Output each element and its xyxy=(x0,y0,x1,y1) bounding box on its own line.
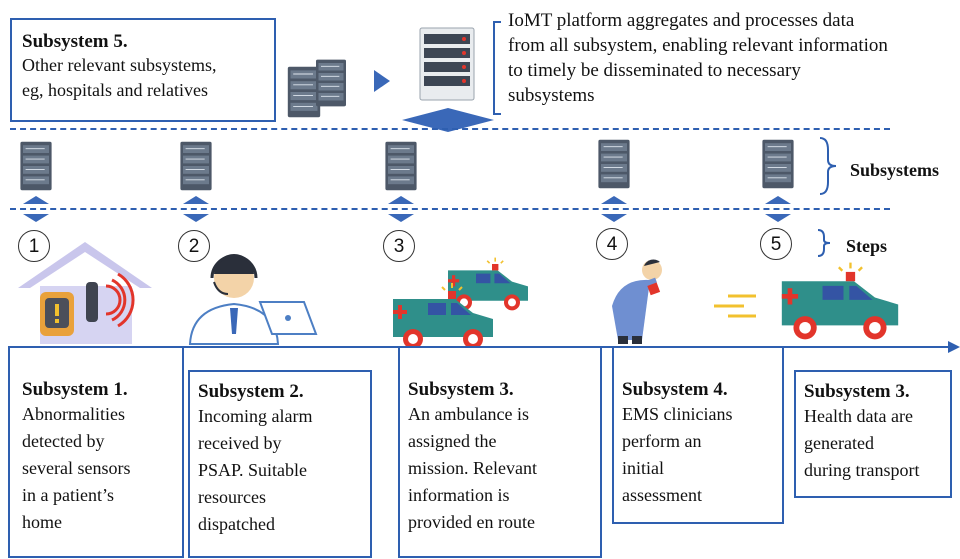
server-icon xyxy=(19,141,53,191)
platform-diamond-icon xyxy=(402,108,494,132)
subsystem-4-box: Subsystem 4. EMS clinicians perform an i… xyxy=(612,346,784,524)
server-icon xyxy=(419,27,475,101)
step-number: 4 xyxy=(596,228,628,260)
step-number: 2 xyxy=(178,230,210,262)
house-icon xyxy=(18,242,152,344)
subsystem-2-title: Subsystem 2. xyxy=(198,381,304,402)
steps-label: Steps xyxy=(846,236,888,256)
subsystem-5-body: Other relevant subsystems, eg, hospitals… xyxy=(22,55,217,100)
diamond-arrow-icon xyxy=(388,196,414,222)
subsystems-label: Subsystems xyxy=(850,160,940,180)
step-number: 1 xyxy=(18,230,50,262)
bracket-right xyxy=(819,137,837,195)
subsystem-1-body: Abnormalities detected by several sensor… xyxy=(22,404,131,532)
subsystem-5-box: Subsystem 5. Other relevant subsystems, … xyxy=(10,18,276,122)
bracket-right xyxy=(817,229,831,257)
subsystem-3-body: An ambulance is assigned the mission. Re… xyxy=(408,404,537,532)
diamond-arrow-icon xyxy=(765,196,791,222)
operator-icon xyxy=(188,254,318,345)
server-icon xyxy=(597,139,631,189)
subsystem-3b-title: Subsystem 3. xyxy=(804,381,910,402)
subsystem-1-title: Subsystem 1. xyxy=(22,379,128,400)
subsystem-5-title: Subsystem 5. xyxy=(22,31,128,52)
subsystem-1-box: Subsystem 1. Abnormalities detected by s… xyxy=(8,346,184,558)
subsystem-3-box: Subsystem 3. An ambulance is assigned th… xyxy=(398,346,602,558)
server-icon xyxy=(315,59,347,107)
diamond-arrow-icon xyxy=(23,196,49,222)
subsystem-4-title: Subsystem 4. xyxy=(622,379,728,400)
server-icon xyxy=(384,141,418,191)
ambulance-icon xyxy=(780,261,900,341)
arrow-right-icon xyxy=(374,70,390,92)
speed-lines xyxy=(714,294,756,318)
subsystem-3b-box: Subsystem 3. Health data are generated d… xyxy=(794,370,952,498)
server-icon xyxy=(179,141,213,191)
diamond-arrow-icon xyxy=(601,196,627,222)
subsystem-3-title: Subsystem 3. xyxy=(408,379,514,400)
subsystem-4-body: EMS clinicians perform an initial assess… xyxy=(622,404,733,505)
subsystem-2-body: Incoming alarm received by PSAP. Suitabl… xyxy=(198,406,313,534)
step-number: 3 xyxy=(383,230,415,262)
subsystem-2-box: Subsystem 2. Incoming alarm received by … xyxy=(188,370,372,558)
dashed-divider-bottom xyxy=(10,208,890,210)
diamond-arrow-icon xyxy=(183,196,209,222)
clinician-icon xyxy=(612,259,662,344)
server-icon xyxy=(761,139,795,189)
subsystem-3b-body: Health data are generated during transpo… xyxy=(804,406,920,480)
step-number: 5 xyxy=(760,228,792,260)
bracket-left xyxy=(493,21,501,115)
iomt-description: IoMT platform aggregates and processes d… xyxy=(508,10,888,106)
dashed-divider-top xyxy=(10,128,890,130)
